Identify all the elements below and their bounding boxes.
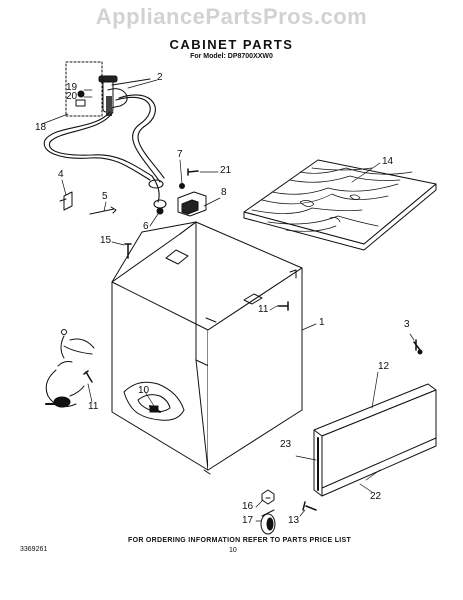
fill-drain-hose [43, 94, 167, 209]
callout-7: 7 [177, 149, 183, 160]
ordering-note: FOR ORDERING INFORMATION REFER TO PARTS … [128, 537, 352, 544]
page-number: 10 [229, 547, 237, 554]
screw-6 [156, 207, 164, 215]
screw-5 [89, 206, 117, 215]
callout-13: 13 [288, 515, 300, 526]
screw-11-lower [83, 370, 93, 383]
callout-4: 4 [58, 169, 64, 180]
model-subtitle: For Model: DP8700XXW0 [190, 53, 273, 60]
screw-3 [413, 339, 421, 351]
washer-part [77, 90, 85, 98]
screw-15 [124, 243, 132, 259]
part-number: 3369261 [20, 546, 48, 553]
power-cord-part [45, 329, 95, 408]
callout-21: 21 [220, 165, 232, 176]
screw-11-upper [277, 301, 289, 311]
caster-part [260, 489, 276, 535]
callout-8: 8 [221, 187, 227, 198]
wood-top-part [243, 159, 437, 251]
page-title: CABINET PARTS [169, 37, 294, 52]
hose-clip-part [59, 191, 73, 211]
callout-22: 22 [370, 491, 382, 502]
callout-19: 19 [66, 82, 78, 93]
callout-15: 15 [100, 235, 112, 246]
callout-16: 16 [242, 501, 254, 512]
callout-10: 10 [138, 385, 150, 396]
callout-14: 14 [382, 156, 394, 167]
callout-20: 20 [66, 91, 78, 102]
callout-11-upper: 11 [258, 304, 269, 315]
callout-3: 3 [404, 319, 410, 330]
aerator-part [75, 99, 86, 107]
callout-5: 5 [102, 191, 108, 202]
leader-lines [41, 79, 415, 522]
screw-13 [302, 501, 317, 511]
callout-6: 6 [143, 221, 149, 232]
hose-bracket-part [177, 183, 207, 217]
callout-12: 12 [378, 361, 390, 372]
callout-18: 18 [35, 122, 47, 133]
lower-panel-part [313, 383, 437, 497]
screw-21 [187, 168, 199, 176]
callout-17: 17 [242, 515, 254, 526]
callout-1: 1 [319, 317, 325, 328]
cabinet-part [111, 221, 303, 475]
callout-11-lower: 11 [88, 401, 99, 412]
callout-23: 23 [280, 439, 292, 450]
callout-2: 2 [157, 72, 163, 83]
faucet-adapter-part [98, 75, 151, 116]
site-watermark: AppliancePartsPros.com [95, 4, 368, 29]
